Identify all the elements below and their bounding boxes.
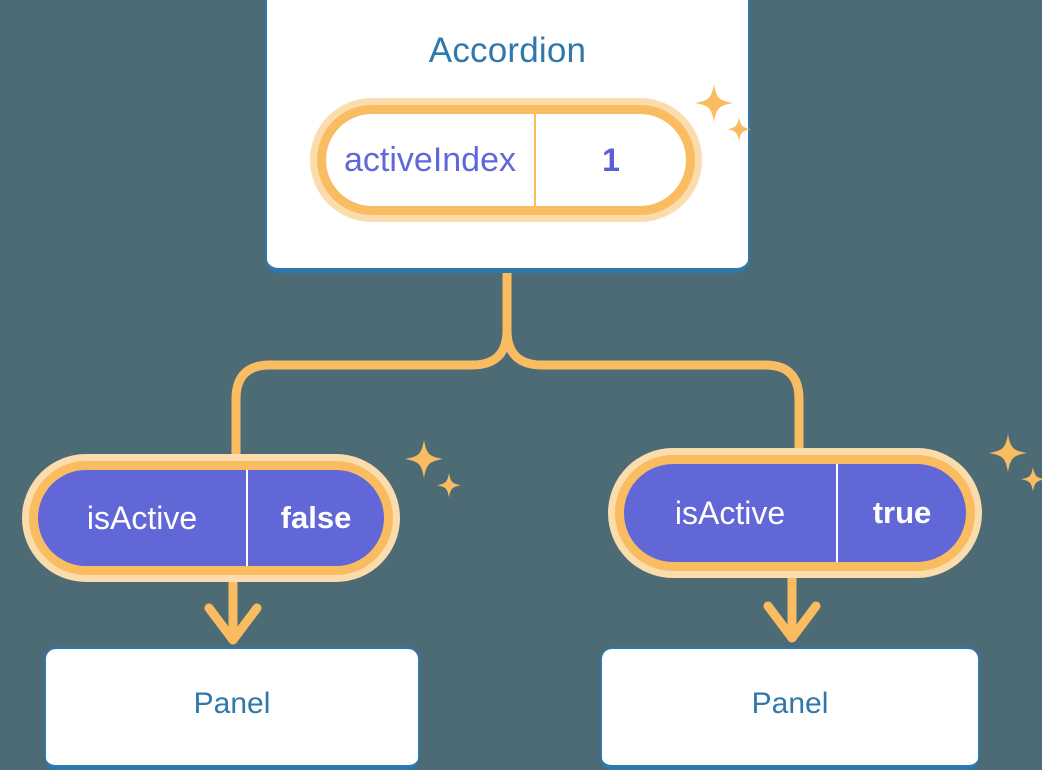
pill-ring: activeIndex 1 bbox=[317, 105, 695, 215]
pill-key-label: activeIndex bbox=[344, 140, 516, 179]
sparkle-icon bbox=[989, 434, 1042, 492]
panel-title: Panel bbox=[193, 687, 271, 720]
pill-body: isActive true bbox=[624, 464, 966, 562]
pill-body: activeIndex 1 bbox=[326, 114, 686, 206]
arrow-right-head bbox=[763, 601, 821, 643]
pill-divider bbox=[534, 114, 536, 206]
pill-value-label: false bbox=[280, 500, 352, 535]
pill-value-label: true bbox=[872, 495, 932, 530]
prop-pill-isactive-false[interactable]: isActive false bbox=[22, 454, 400, 582]
pill-key-label: isActive bbox=[674, 494, 786, 531]
page-title: Accordion bbox=[428, 31, 587, 70]
panel-component-card-left[interactable]: Panel bbox=[44, 647, 420, 770]
arrow-left-head bbox=[204, 603, 262, 645]
pill-divider bbox=[246, 470, 248, 566]
sparkle-icon bbox=[695, 84, 751, 142]
pill-ring: isActive true bbox=[615, 455, 975, 571]
pill-ring: isActive false bbox=[29, 461, 393, 575]
panel-title: Panel bbox=[751, 687, 829, 720]
pill-key-label: isActive bbox=[86, 499, 198, 536]
tree-connector-root bbox=[231, 268, 804, 460]
panel-component-card-right[interactable]: Panel bbox=[600, 647, 980, 770]
pill-body: isActive false bbox=[38, 470, 384, 566]
pill-divider bbox=[836, 464, 838, 562]
sparkle-icon bbox=[405, 440, 461, 498]
state-pill-activeindex[interactable]: activeIndex 1 bbox=[310, 98, 702, 222]
pill-value-label: 1 bbox=[602, 141, 620, 178]
prop-pill-isactive-true[interactable]: isActive true bbox=[608, 448, 982, 578]
